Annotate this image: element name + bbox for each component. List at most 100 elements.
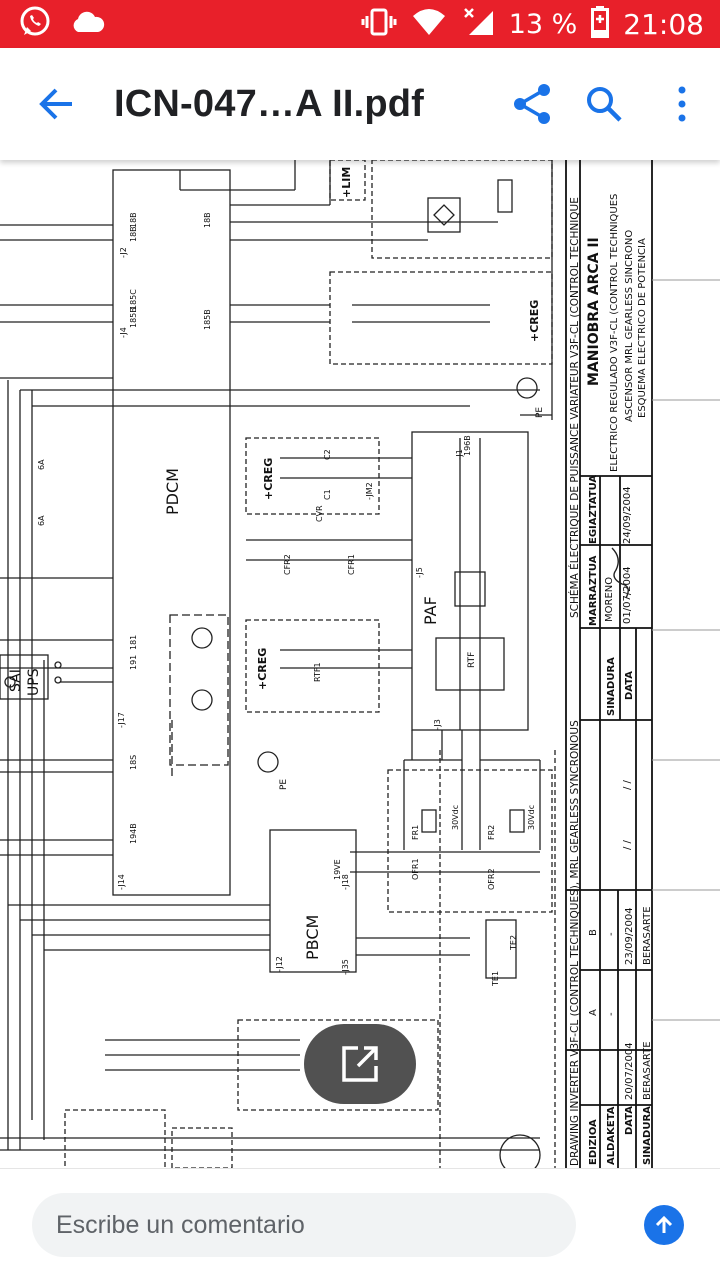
data-label: DATA — [624, 671, 635, 700]
wire-label: 18B — [129, 212, 138, 228]
terminal-label: -J5 — [415, 567, 424, 578]
app-bar: ICN-047…A II.pdf — [0, 48, 720, 160]
rating-label: 30Vdc — [451, 805, 460, 830]
send-button[interactable] — [644, 1205, 684, 1245]
checked-date: 24/09/2004 — [622, 486, 633, 544]
search-button[interactable] — [576, 76, 632, 132]
rating-label: 6A — [37, 459, 46, 470]
contact-label: OFR1 — [411, 858, 420, 880]
comment-placeholder: Escribe un comentario — [56, 1210, 305, 1239]
rtf-label: RTF — [467, 652, 477, 668]
creg-label-mid: +CREG — [262, 458, 275, 500]
pbcm-label: PBCM — [303, 915, 322, 960]
terminal-label: -JM2 — [365, 482, 374, 500]
wire-label: 185C — [129, 289, 138, 310]
terminal-label: -J18 — [341, 874, 350, 890]
arrow-back-icon — [39, 88, 72, 120]
contact-label: TE1 — [491, 971, 500, 987]
sinadura-label: SINADURA — [606, 657, 617, 716]
status-bar: 13 % 21:08 — [0, 0, 720, 48]
terminal-label: -J17 — [117, 712, 126, 728]
document-title: ICN-047…A II.pdf — [114, 82, 425, 125]
contact-label: C2 — [323, 449, 332, 460]
pdcm-label: PDCM — [163, 468, 182, 515]
description-line: ASCENSOR MRL GEARLESS SINCRONO — [624, 230, 635, 422]
more-options-button[interactable] — [664, 76, 700, 132]
contact-label: CVR — [315, 505, 324, 522]
wifi-icon — [411, 8, 447, 41]
creg-label-top: +CREG — [528, 300, 541, 342]
data-label: DATA — [624, 1106, 635, 1135]
contact-label: OFR2 — [487, 868, 496, 890]
wire-label: 194B — [129, 823, 138, 844]
sai-label: SAI — [8, 669, 24, 692]
wire-label: 191 — [129, 655, 138, 670]
contact-label: CFR1 — [347, 554, 356, 575]
description-line: ESQUEMA ELECTRICO DE POTENCIA — [637, 238, 648, 418]
revision-a-change: - — [606, 1012, 617, 1016]
open-in-new-icon — [342, 1046, 378, 1082]
wire-label: 19VE — [333, 859, 342, 880]
battery-icon — [591, 5, 610, 43]
contact-label: FR2 — [487, 825, 496, 840]
ups-label: UPS — [26, 668, 42, 696]
contact-label: RTF1 — [313, 662, 322, 682]
share-button[interactable] — [504, 76, 560, 132]
search-icon — [587, 87, 622, 122]
sinadura-label: SINADURA — [642, 1106, 653, 1165]
wire-label: 181 — [129, 635, 138, 650]
revision-b-change: - — [606, 932, 617, 936]
pe-label-mid: PE — [279, 779, 289, 790]
schematic-drawing: PDCM PAF PBCM SAI UPS +CREG +CREG +CREG … — [0, 160, 720, 1168]
terminal-label: -J35 — [341, 959, 350, 975]
drawn-name: MORENO — [604, 577, 615, 622]
terminal-label: -J12 — [275, 956, 284, 972]
aldaketa-label: ALDAKETA — [606, 1106, 617, 1165]
terminal-label: -J2 — [119, 247, 128, 258]
wire-label: 196B — [463, 435, 472, 456]
revision-a-signature: BERASARTE — [642, 1041, 653, 1100]
egiaztatua-label: EGIAZTATUA — [588, 475, 599, 544]
heading-en: DRAWING INVERTER V3F-CL (CONTROL TECHNIQ… — [569, 720, 581, 1166]
arrow-up-icon — [655, 1215, 673, 1233]
lim-label: +LIM — [340, 167, 353, 198]
blank-date: / / — [622, 839, 633, 850]
terminal-label: -J4 — [119, 327, 128, 338]
contact-label: FR1 — [411, 825, 420, 840]
wire-label: 18S — [129, 755, 138, 770]
contact-label: TE2 — [509, 935, 518, 951]
revision-a: A — [588, 1009, 599, 1016]
wire-label: 18B — [203, 212, 212, 228]
heading-fr: SCHÉMA ÉLECTRIQUE DE PUISSANCE VARIATEUR… — [568, 197, 581, 618]
share-icon — [514, 84, 550, 124]
vibrate-icon — [361, 7, 397, 42]
marraztua-label: MARRAZTUA — [588, 555, 599, 626]
whatsapp-icon — [18, 5, 52, 44]
pdf-page[interactable]: PDCM PAF PBCM SAI UPS +CREG +CREG +CREG … — [0, 160, 720, 1168]
rating-label: 30Vdc — [527, 805, 536, 830]
back-button[interactable] — [28, 76, 84, 132]
contact-label: C1 — [323, 489, 332, 500]
more-vert-icon — [678, 86, 686, 122]
creg-label-low: +CREG — [256, 648, 269, 690]
edizioa-label: EDIZIOA — [588, 1119, 599, 1165]
revision-b: B — [588, 929, 599, 936]
revision-b-date: 23/09/2004 — [624, 907, 635, 965]
open-external-button[interactable] — [304, 1024, 416, 1104]
terminal-label: -J1 — [455, 449, 464, 460]
revision-b-signature: BERASARTE — [642, 906, 653, 965]
project-title: MANIOBRA ARCA II — [586, 237, 602, 386]
signature-mark — [611, 547, 629, 599]
description-line: ELECTRICO REGULADO V3F-CL (CONTROL TECHN… — [609, 194, 620, 472]
terminal-label: -J3 — [433, 719, 442, 730]
comment-bar: Escribe un comentario — [0, 1168, 720, 1280]
comment-input[interactable]: Escribe un comentario — [32, 1193, 576, 1257]
clock: 21:08 — [623, 7, 704, 41]
rating-label: 6A — [37, 515, 46, 526]
signal-icon — [461, 7, 495, 42]
pe-label-top: PE — [535, 407, 545, 418]
terminal-label: -J14 — [117, 874, 126, 890]
paf-label: PAF — [421, 596, 440, 625]
cloud-icon — [70, 10, 106, 39]
wire-label: 185B — [129, 307, 138, 328]
